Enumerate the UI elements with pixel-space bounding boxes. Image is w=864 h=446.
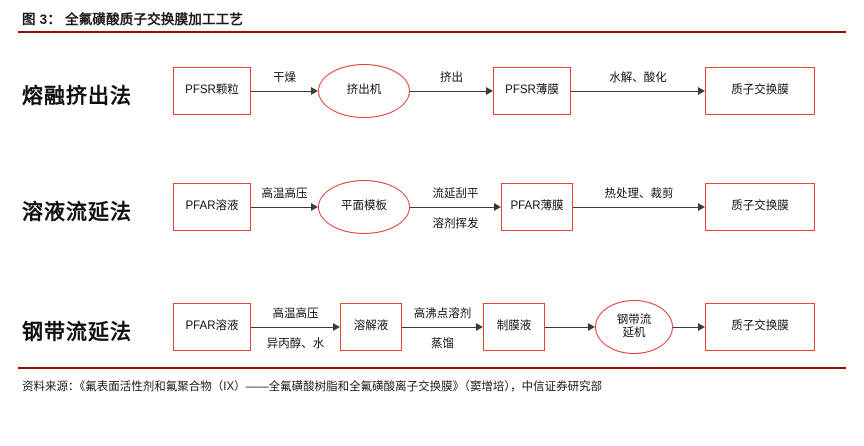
flow-arrow-label: 异丙醇、水 (266, 338, 325, 350)
flow-arrow-label: 溶剂挥发 (432, 218, 479, 230)
process-node-box: 质子交换膜 (705, 183, 815, 231)
flow-arrow-label: 干燥 (273, 72, 296, 84)
flow-arrow-label: 流延刮平 (432, 188, 479, 200)
arrow-head-icon (698, 323, 705, 332)
arrow-head-icon (486, 87, 493, 96)
arrow-line (251, 91, 311, 93)
arrow-head-icon (476, 323, 483, 332)
process-row: 熔融挤出法 PFSR颗粒 挤出机 PFSR薄膜 质子交换膜 干燥 挤出 水解、酸化 (0, 40, 864, 150)
arrow-line (251, 327, 333, 329)
process-node-box: PFSR颗粒 (173, 67, 251, 115)
process-node-box: PFAR薄膜 (501, 183, 573, 231)
arrow-head-icon (333, 323, 340, 332)
process-row-label: 熔融挤出法 (22, 85, 132, 108)
arrow-line (402, 327, 476, 329)
arrow-line (673, 327, 698, 329)
flow-arrow-label: 挤出 (440, 72, 463, 84)
process-node-box: 质子交换膜 (705, 67, 815, 115)
process-node-ellipse: 挤出机 (318, 64, 410, 118)
title-divider (18, 31, 846, 33)
arrow-line (573, 207, 698, 209)
process-node-ellipse: 钢带流 延机 (595, 300, 673, 354)
process-row: 溶液流延法 PFAR溶液 平面模板 PFAR薄膜 质子交换膜 高温高压 流延刮平溶剂挥发 热处… (0, 156, 864, 266)
arrow-head-icon (588, 323, 595, 332)
arrow-line (410, 207, 494, 209)
process-node-box: 溶解液 (340, 303, 402, 351)
arrow-line (571, 91, 698, 93)
flow-arrow-label: 高沸点溶剂 (413, 308, 472, 320)
arrow-head-icon (698, 87, 705, 96)
process-row-label: 溶液流延法 (22, 201, 132, 224)
flow-arrow-label: 热处理、裁剪 (604, 188, 674, 200)
process-node-box: PFAR溶液 (173, 183, 251, 231)
footer-divider (18, 367, 846, 369)
arrow-line (545, 327, 588, 329)
flow-arrow-label: 高温高压 (261, 188, 308, 200)
flow-arrow-label: 蒸馏 (431, 338, 454, 350)
process-row: 钢带流延法 PFAR溶液 溶解液 制膜液 钢带流 延机质子交换膜 高温高压异丙醇、水 高沸点… (0, 276, 864, 386)
process-node-box: 质子交换膜 (705, 303, 815, 351)
flow-arrow-label: 水解、酸化 (609, 72, 667, 84)
process-node-box: 制膜液 (483, 303, 545, 351)
process-node-box: PFSR薄膜 (493, 67, 571, 115)
arrow-head-icon (494, 203, 501, 212)
source-note: 资料来源：《氟表面活性剂和氟聚合物（IX）——全氟磺酸树脂和全氟磺酸离子交换膜》… (22, 381, 603, 393)
process-node-box: PFAR溶液 (173, 303, 251, 351)
flow-arrow-label: 高温高压 (272, 308, 319, 320)
process-row-label: 钢带流延法 (22, 321, 132, 344)
arrow-line (251, 207, 311, 209)
arrow-line (410, 91, 486, 93)
process-node-ellipse: 平面模板 (318, 180, 410, 234)
arrow-head-icon (311, 87, 318, 96)
page-title: 图 3： 全氟磺酸质子交换膜加工工艺 (22, 12, 244, 27)
arrow-head-icon (698, 203, 705, 212)
arrow-head-icon (311, 203, 318, 212)
